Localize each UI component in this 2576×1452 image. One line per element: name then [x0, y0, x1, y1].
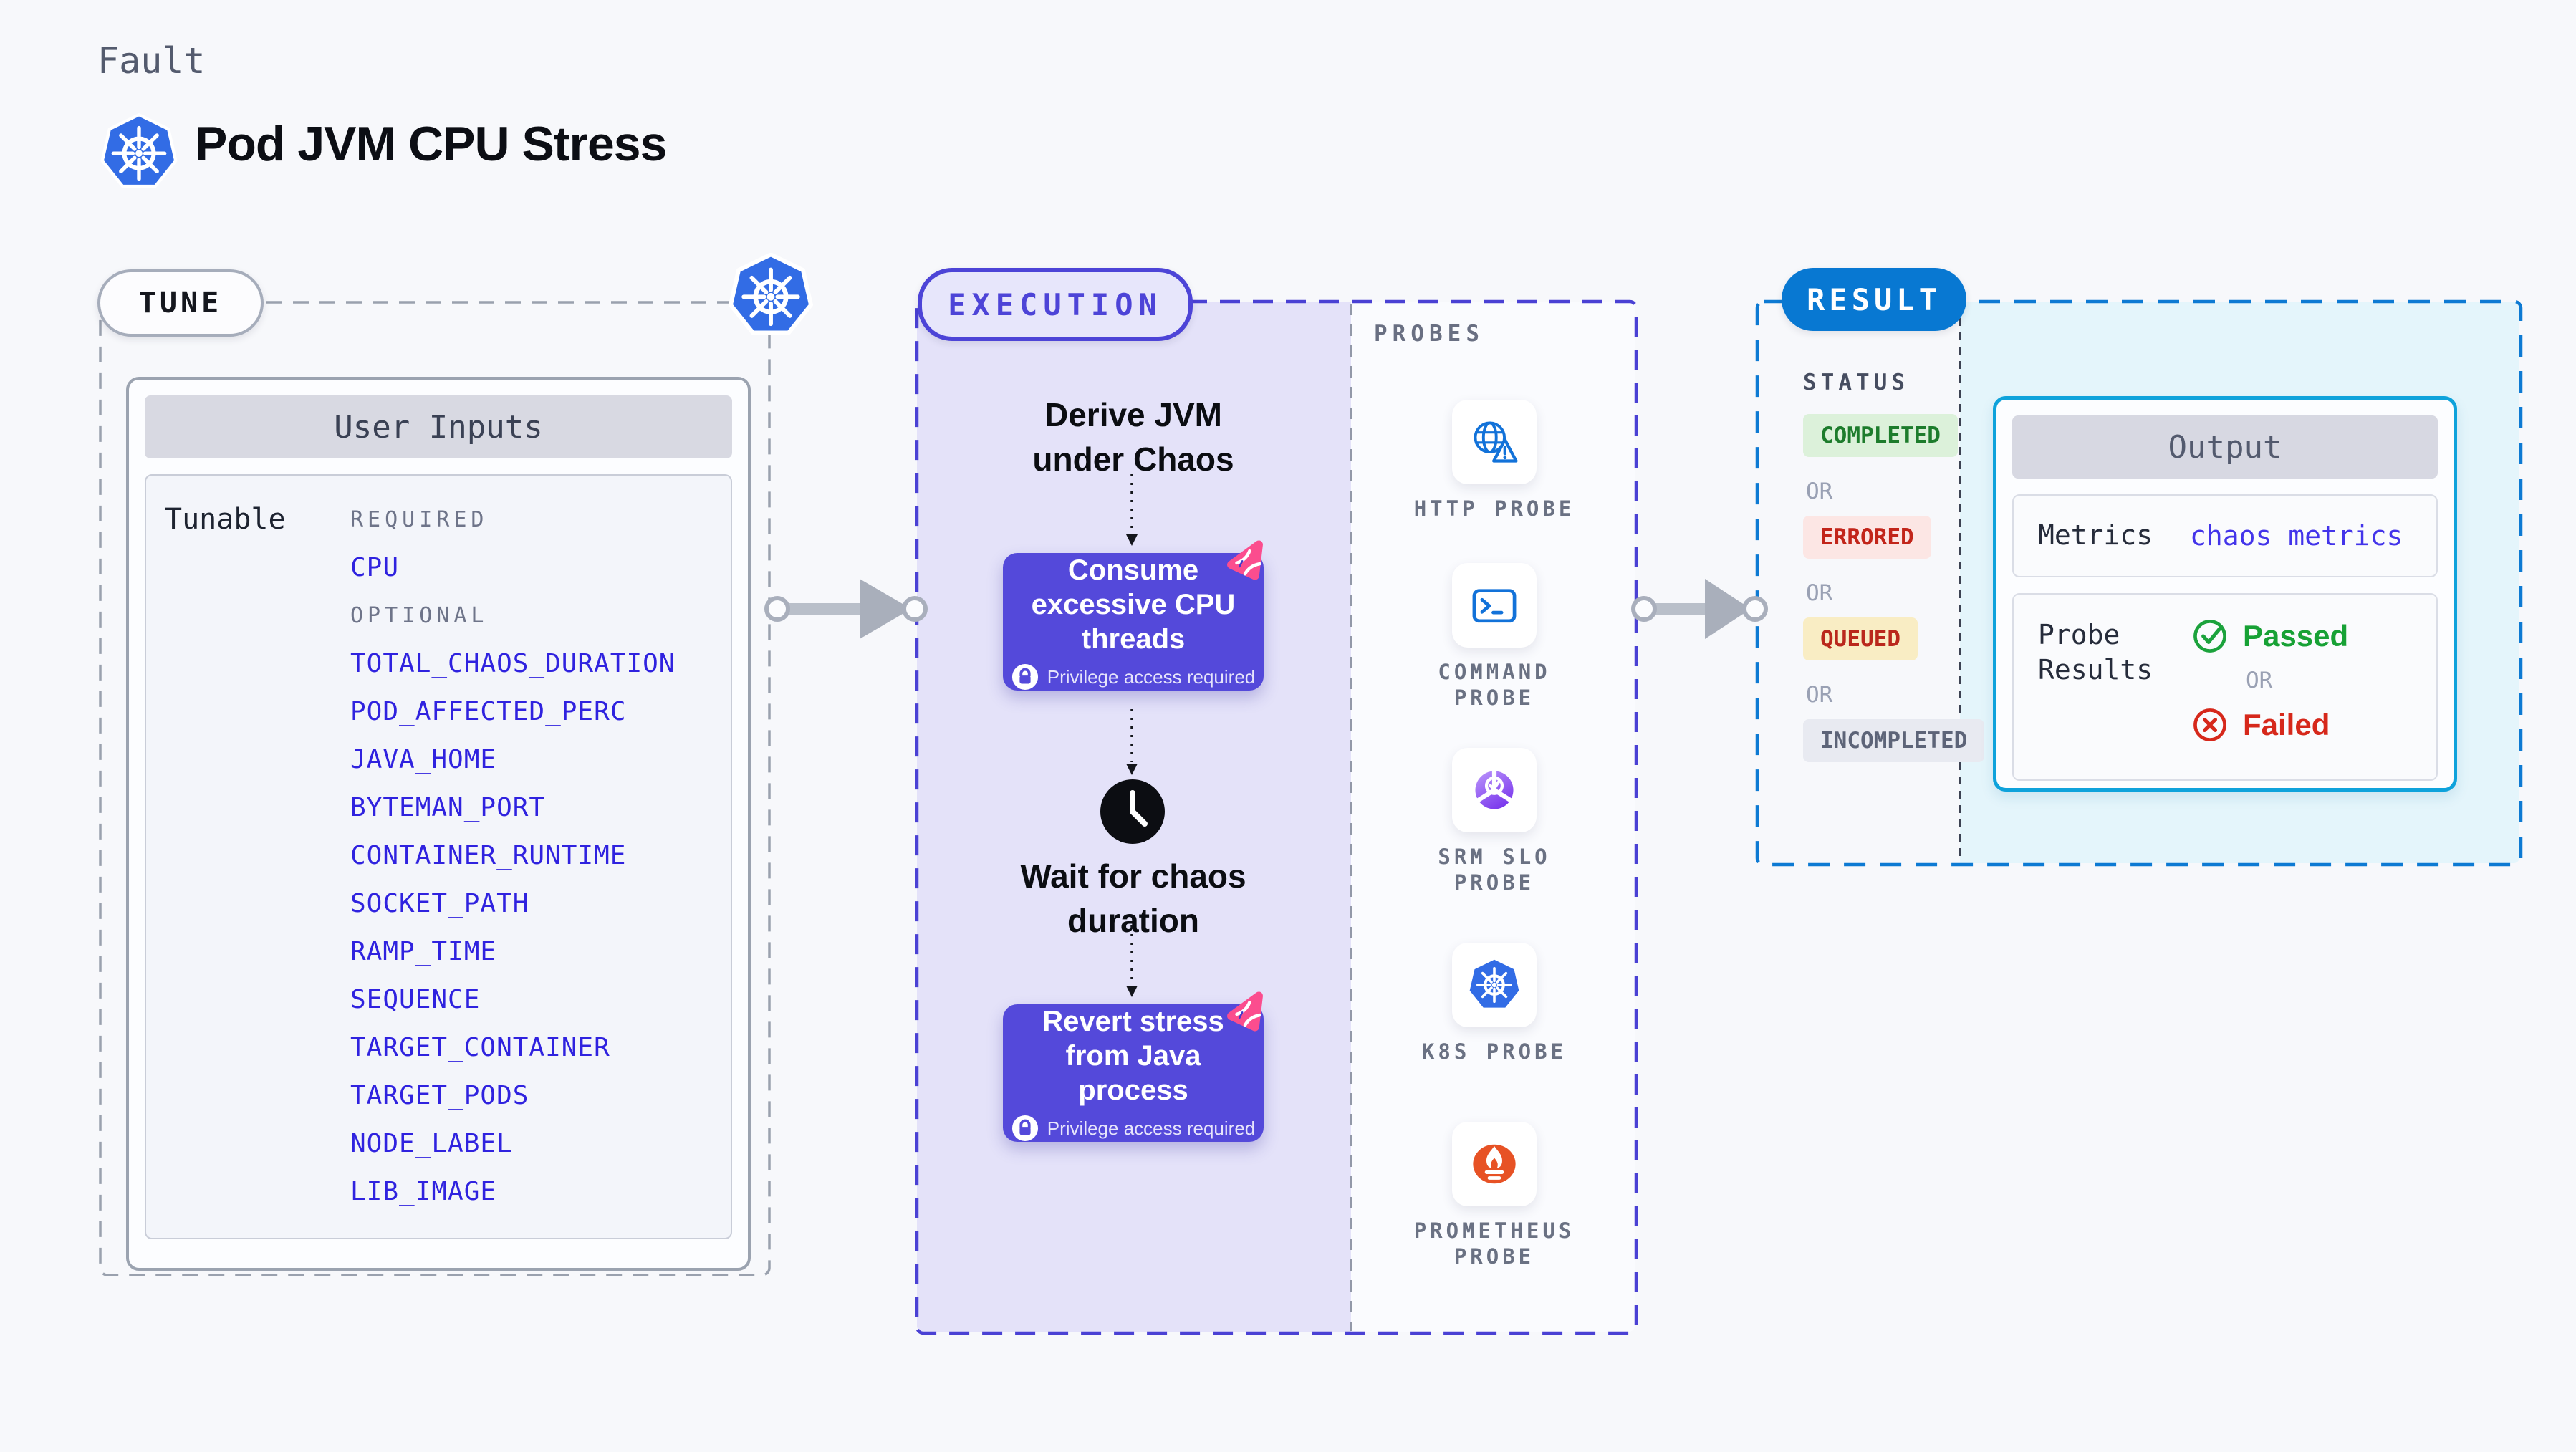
step-wait: Wait for chaos duration [1020, 857, 1246, 940]
globe-alert-icon [1474, 421, 1518, 463]
output-card: Output Metrics chaos metrics Probe Resul… [1993, 396, 2457, 792]
status-badge-incompleted: INCOMPLETED [1803, 719, 1985, 762]
kubernetes-corner-icon [729, 253, 813, 335]
param-item: TARGET_CONTAINER [350, 1033, 610, 1062]
passed-line: Passed [2190, 616, 2348, 656]
execution-pill: EXECUTION [918, 268, 1193, 341]
metrics-value: chaos metrics [2190, 520, 2403, 552]
fault-kicker: Fault [97, 40, 206, 82]
status-badge-queued: QUEUED [1803, 617, 1918, 660]
result-pill: RESULT [1782, 268, 1966, 331]
failed-label: Failed [2243, 708, 2330, 741]
step-revert-label: Revert stress from Java process [1042, 1006, 1224, 1106]
probe-http: HTTP PROBE [1408, 400, 1580, 521]
status-badge-completed: COMPLETED [1803, 414, 1958, 457]
tune-pill-label: TUNE [138, 287, 223, 319]
probes-panel-label: PROBES [1374, 321, 1484, 347]
probe-results-row: Probe Results Passed OR Faile [2012, 593, 2438, 781]
output-card-header: Output [2012, 415, 2438, 479]
or-separator: OR [1806, 682, 1833, 708]
execution-dashed-frame [915, 299, 1638, 1335]
result-dashed-frame [1755, 299, 2523, 867]
result-pill-label: RESULT [1807, 282, 1941, 317]
lock-icon [1011, 1115, 1038, 1142]
param-item: LIB_IMAGE [350, 1177, 497, 1206]
param-item: TARGET_PODS [350, 1081, 529, 1110]
slo-gauge-icon [1475, 769, 1514, 809]
prometheus-icon [1473, 1144, 1516, 1184]
dotted-arrow-down-icon [1126, 925, 1138, 997]
privilege-row: Privilege access required [1011, 663, 1255, 691]
metrics-label: Metrics [2038, 519, 2153, 552]
param-item: POD_AFFECTED_PERC [350, 697, 627, 726]
param-item: TOTAL_CHAOS_DURATION [350, 649, 676, 678]
step-revert-box: Revert stress from Java process Privileg… [1003, 991, 1264, 1142]
tunable-label: Tunable [165, 503, 286, 536]
x-circle-icon [2193, 708, 2226, 741]
privilege-row: Privilege access required [1011, 1115, 1255, 1142]
probe-k8s: K8S PROBE [1408, 943, 1580, 1064]
clock-icon [1100, 779, 1165, 844]
metrics-row: Metrics chaos metrics [2012, 494, 2438, 577]
chaos-experiment-icon [1227, 540, 1263, 580]
probe-icon-box [1452, 563, 1537, 648]
probe-label: SRM SLO PROBE [1438, 845, 1551, 895]
dotted-arrow-down-icon [1126, 474, 1138, 546]
user-inputs-body: Tunable REQUIRED CPU OPTIONAL TOTAL_CHAO… [145, 474, 732, 1239]
arrow-execution-to-result [1631, 579, 1768, 639]
probe-results-values: Passed OR Failed [2190, 595, 2348, 779]
status-header: STATUS [1803, 370, 1909, 395]
user-inputs-header: User Inputs [145, 395, 732, 458]
probe-label: COMMAND PROBE [1438, 660, 1551, 711]
or-separator: OR [1806, 580, 1833, 606]
kubernetes-icon [1469, 959, 1519, 1008]
terminal-icon [1472, 589, 1517, 623]
probe-label: K8S PROBE [1421, 1039, 1567, 1064]
privilege-note: Privilege access required [1047, 665, 1256, 688]
param-item: RAMP_TIME [350, 937, 497, 966]
chaos-experiment-icon [1227, 991, 1263, 1032]
probe-results-label: Probe Results [2038, 619, 2153, 686]
failed-line: Failed [2190, 705, 2348, 745]
probe-prometheus: PROMETHEUS PROBE [1408, 1122, 1580, 1270]
dotted-arrow-down-icon [1126, 709, 1138, 775]
params-list: REQUIRED CPU OPTIONAL TOTAL_CHAOS_DURATI… [347, 476, 731, 1238]
execution-pill-label: EXECUTION [948, 287, 1163, 322]
probe-srm-slo: SRM SLO PROBE [1408, 748, 1580, 896]
step-consume-box: Consume excessive CPU threads Privilege … [1003, 540, 1264, 691]
kubernetes-icon [100, 113, 178, 188]
check-circle-icon [2193, 620, 2226, 653]
param-item: SOCKET_PATH [350, 889, 529, 918]
probe-icon-box [1452, 1122, 1537, 1206]
probe-icon-box [1452, 748, 1537, 832]
page-title: Pod JVM CPU Stress [195, 117, 667, 171]
tune-pill: TUNE [97, 269, 264, 337]
param-item: JAVA_HOME [350, 745, 497, 774]
param-item: BYTEMAN_PORT [350, 793, 546, 822]
or-separator: OR [2246, 668, 2273, 693]
arrow-tune-to-execution [764, 579, 928, 639]
step-consume-label: Consume excessive CPU threads [1031, 554, 1236, 655]
probe-label: PROMETHEUS PROBE [1413, 1218, 1575, 1269]
param-item: CONTAINER_RUNTIME [350, 841, 627, 870]
privilege-note: Privilege access required [1047, 1117, 1256, 1139]
lock-icon [1011, 663, 1038, 691]
status-badge-errored: ERRORED [1803, 516, 1931, 559]
tune-dashed-frame [99, 301, 771, 1276]
param-item: SEQUENCE [350, 985, 481, 1014]
probe-icon-box [1452, 943, 1537, 1027]
probe-icon-box [1452, 400, 1537, 484]
probe-label: HTTP PROBE [1413, 496, 1575, 521]
param-item: CPU [350, 553, 400, 582]
optional-section-label: OPTIONAL [350, 603, 489, 628]
probe-command: COMMAND PROBE [1408, 563, 1580, 711]
passed-label: Passed [2243, 619, 2349, 653]
step-derive-jvm: Derive JVM under Chaos [1032, 396, 1234, 479]
user-inputs-card: User Inputs Tunable REQUIRED CPU OPTIONA… [126, 377, 751, 1271]
or-separator: OR [1806, 479, 1833, 504]
required-section-label: REQUIRED [350, 507, 489, 532]
param-item: NODE_LABEL [350, 1129, 513, 1158]
